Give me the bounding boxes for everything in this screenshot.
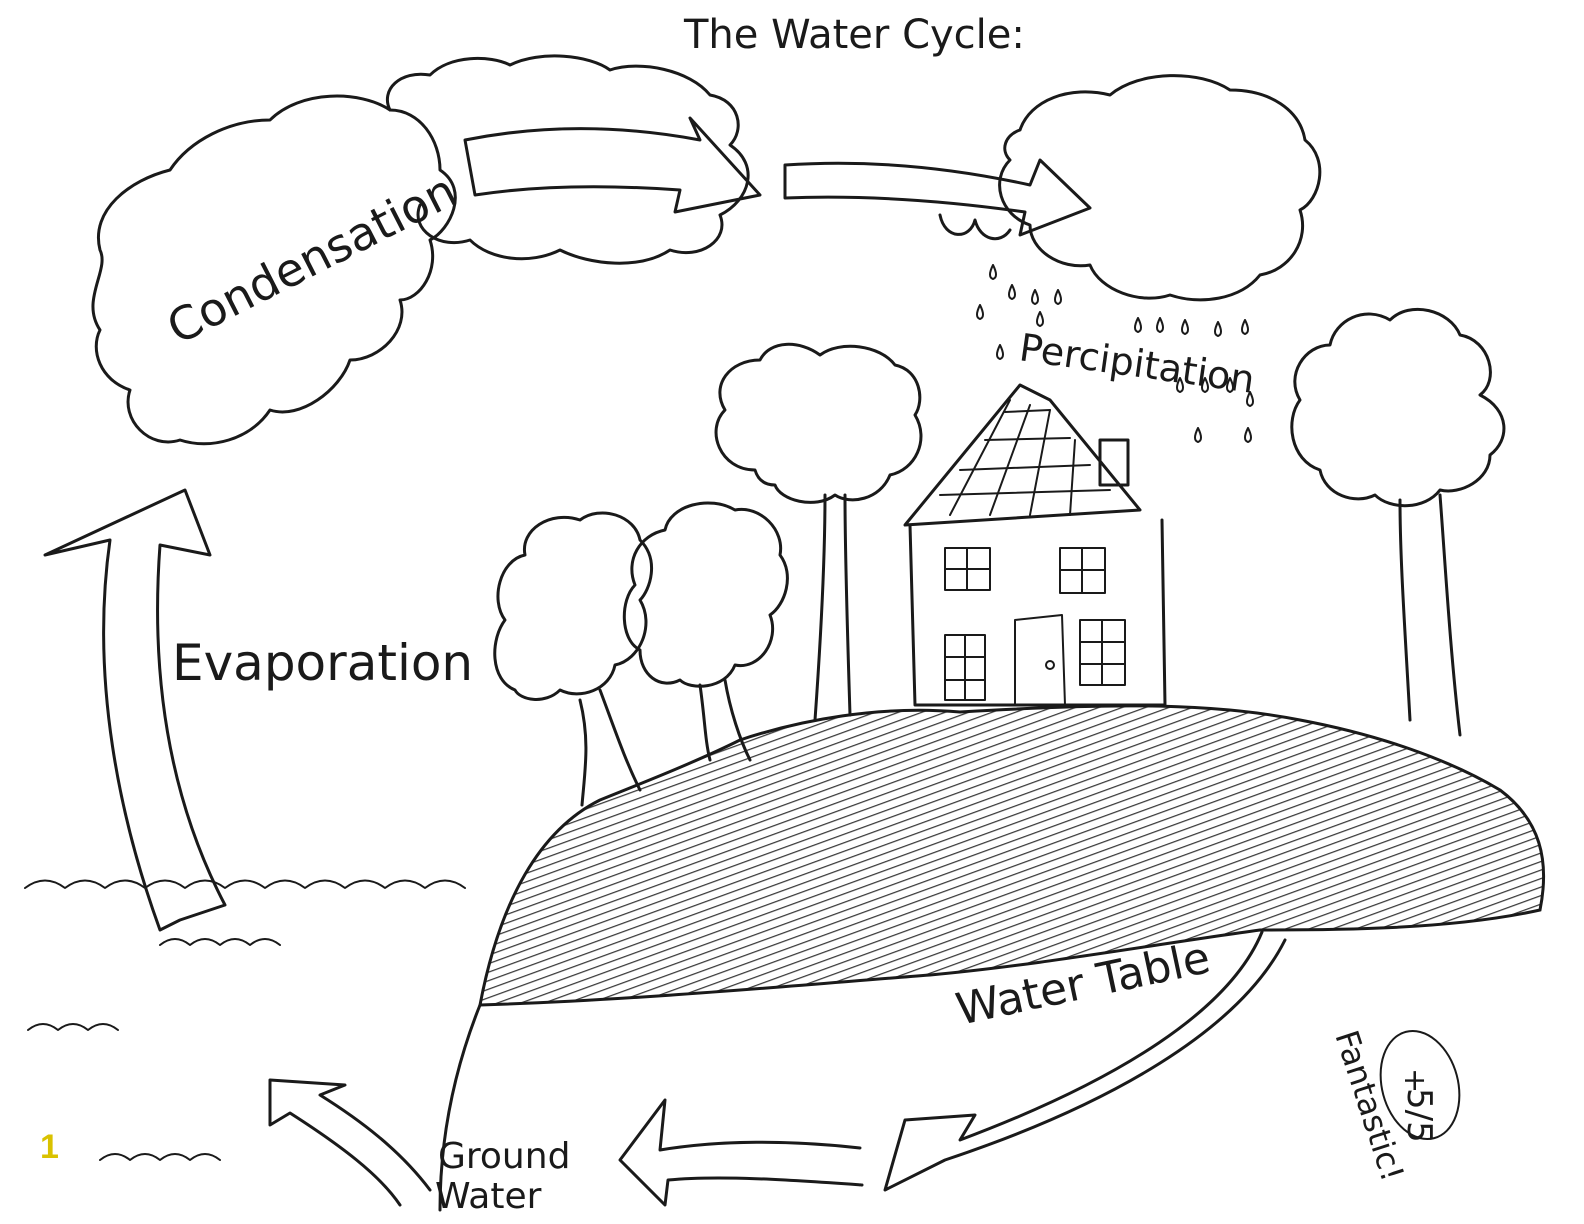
raindrops [976,264,1254,443]
rain-cloud [938,74,1322,302]
tree-left-2 [622,501,789,762]
diagram-title: The Water Cycle: [683,12,1025,58]
window-bottom-left [944,634,986,701]
ground-water-label-line1: Ground [438,1136,570,1177]
condensation-label: Condensation [158,163,464,355]
arrow-right-2 [783,158,1092,237]
tree-middle [714,342,923,722]
window-top-right [1059,547,1106,594]
land-hill [438,704,1546,1212]
ground-flow-arrow [618,1098,864,1207]
ground-water-arrow [268,1078,432,1207]
page-number: 1 [40,1128,59,1166]
tree-right [1290,307,1506,737]
window-bottom-right [1079,619,1126,686]
arrow-right-1 [463,116,762,214]
ocean-waves [24,879,466,1161]
evaporation-label: Evaporation [172,634,473,692]
evaporation-arrow [43,488,227,932]
house [903,383,1167,707]
water-table-arrow [883,930,1287,1192]
grade-bonus: + [1397,1068,1432,1093]
window-top-left [944,547,991,591]
ground-water-label-line2: Water [435,1176,542,1217]
door [1014,614,1066,706]
grade-mark: + 5/5 Fantastic! [1327,1026,1461,1186]
precipitation-label: Percipitation [1017,325,1258,402]
tree-left-1 [493,511,654,807]
grade-score: 5/5 [1399,1088,1439,1143]
middle-cloud [385,54,750,265]
